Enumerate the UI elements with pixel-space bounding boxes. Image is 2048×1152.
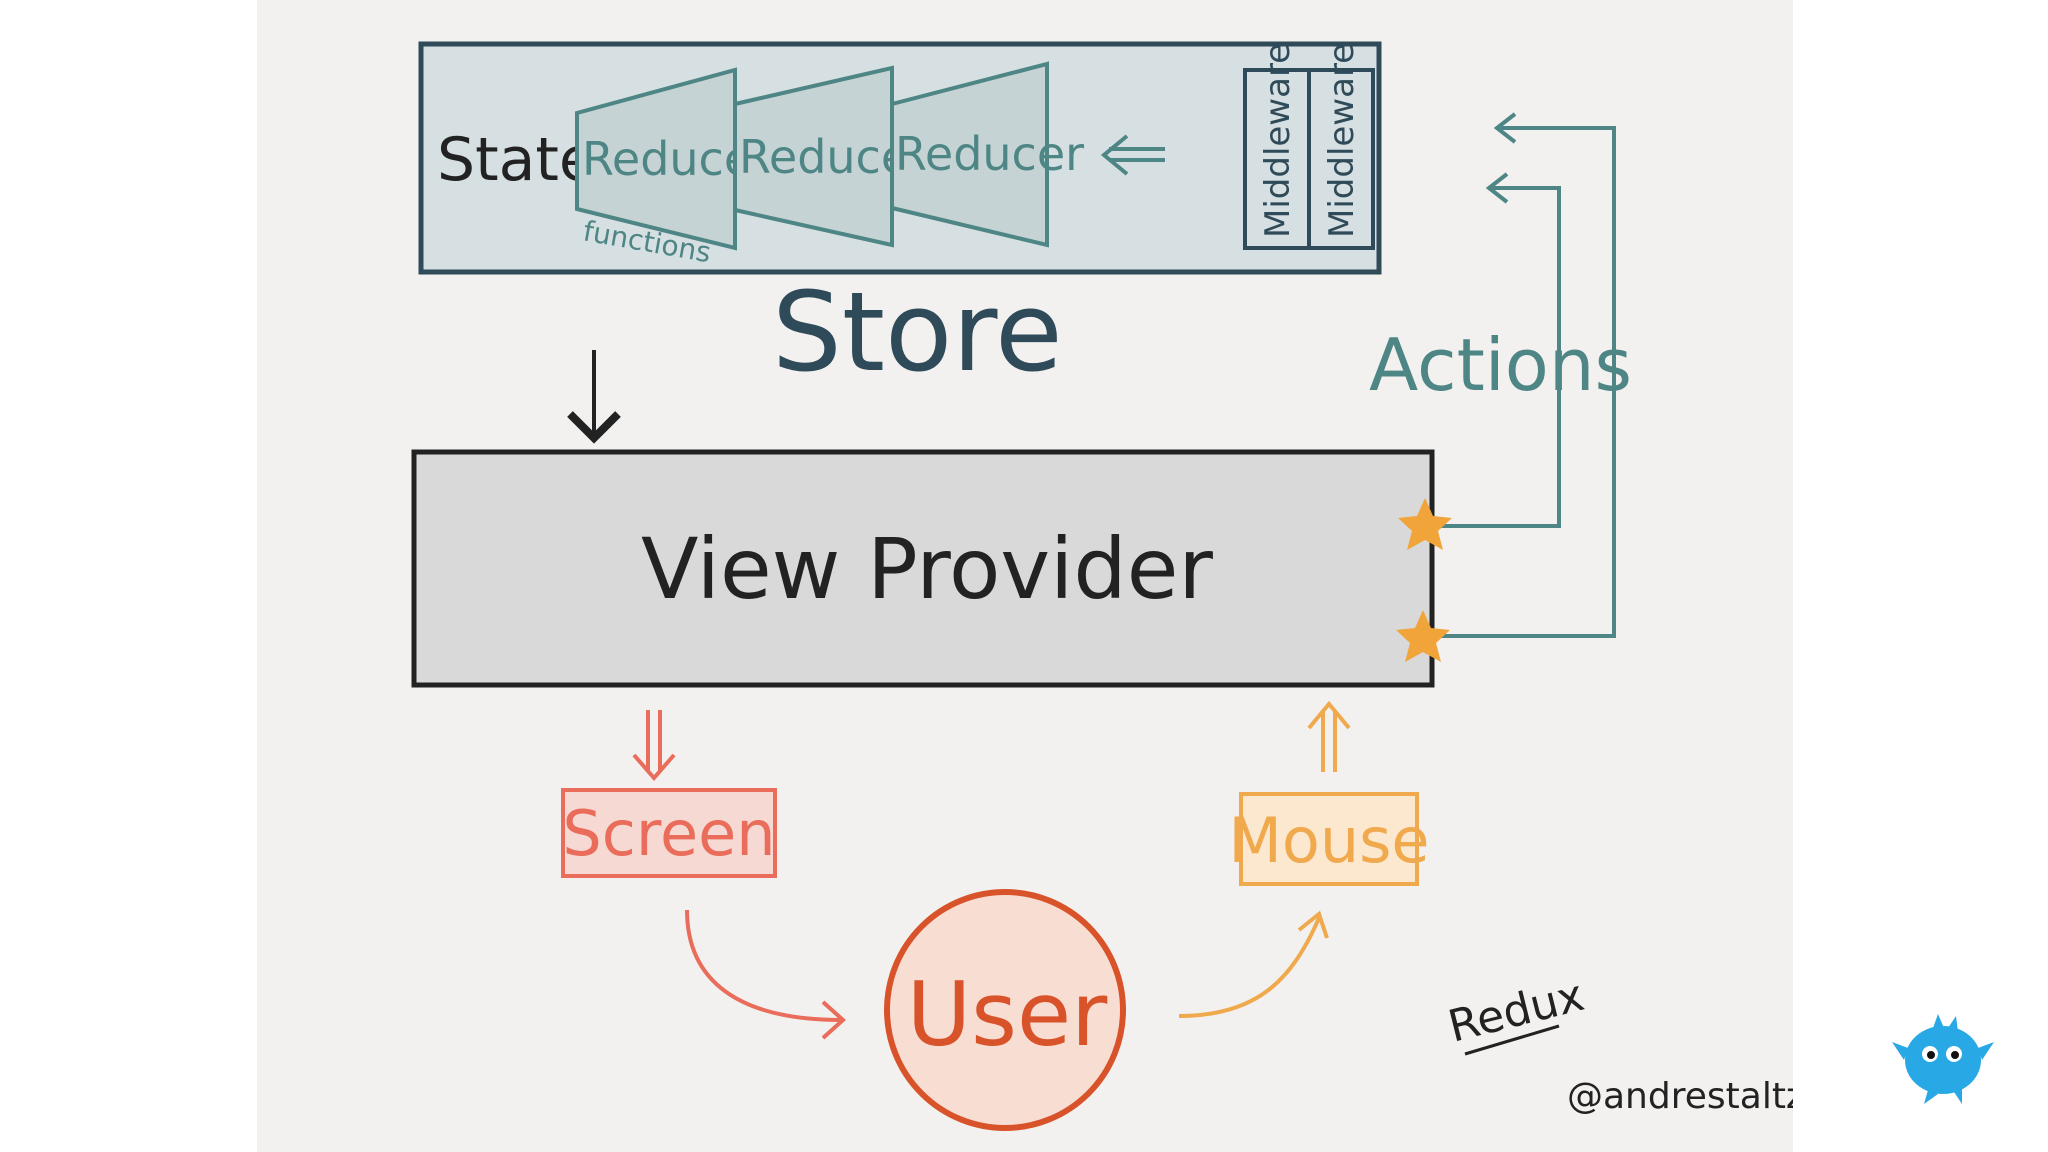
middleware-2: Middleware [1307, 43, 1375, 250]
user-node: User [884, 889, 1126, 1131]
redux-diagram: State Reducer Reducer Reducer functions [411, 41, 1793, 1131]
mascot-icon [1892, 1014, 1994, 1104]
action-star-icon [1398, 498, 1452, 550]
screen-to-user-arrow [685, 909, 846, 1040]
middleware-label: Middleware [1258, 43, 1298, 238]
action-arrow-2 [1427, 112, 1616, 638]
store-title: Store [772, 268, 1063, 396]
mouse-to-view-arrow [1307, 700, 1351, 772]
reducer-2: Reducer [733, 65, 928, 248]
view-provider-box: View Provider [411, 449, 1435, 688]
credit-label: @andrestaltz [1567, 1076, 1793, 1117]
store-box: State Reducer Reducer Reducer functions [418, 41, 1382, 275]
screen-label: Screen [562, 797, 775, 870]
mouse-box: Mouse [1228, 792, 1430, 886]
redux-mark: Redux [1443, 970, 1589, 1056]
reducer-3: Reducer [890, 61, 1084, 248]
actions-label: Actions [1369, 323, 1632, 407]
screen-box: Screen [561, 788, 777, 878]
view-provider-label: View Provider [641, 520, 1213, 618]
view-to-screen-arrow [632, 710, 676, 782]
action-star-icon [1396, 610, 1450, 662]
user-label: User [907, 963, 1108, 1066]
state-label: State [437, 125, 596, 195]
reducer-label: Reducer [895, 127, 1084, 181]
mouse-label: Mouse [1228, 804, 1429, 877]
middleware-1: Middleware [1243, 43, 1311, 250]
middleware-to-reducer-arrow [1100, 134, 1165, 176]
diagram-canvas: State Reducer Reducer Reducer functions [257, 0, 1793, 1152]
middleware-label: Middleware [1322, 43, 1362, 238]
user-to-mouse-arrow [1178, 910, 1329, 1018]
action-arrow-1 [1427, 172, 1561, 528]
